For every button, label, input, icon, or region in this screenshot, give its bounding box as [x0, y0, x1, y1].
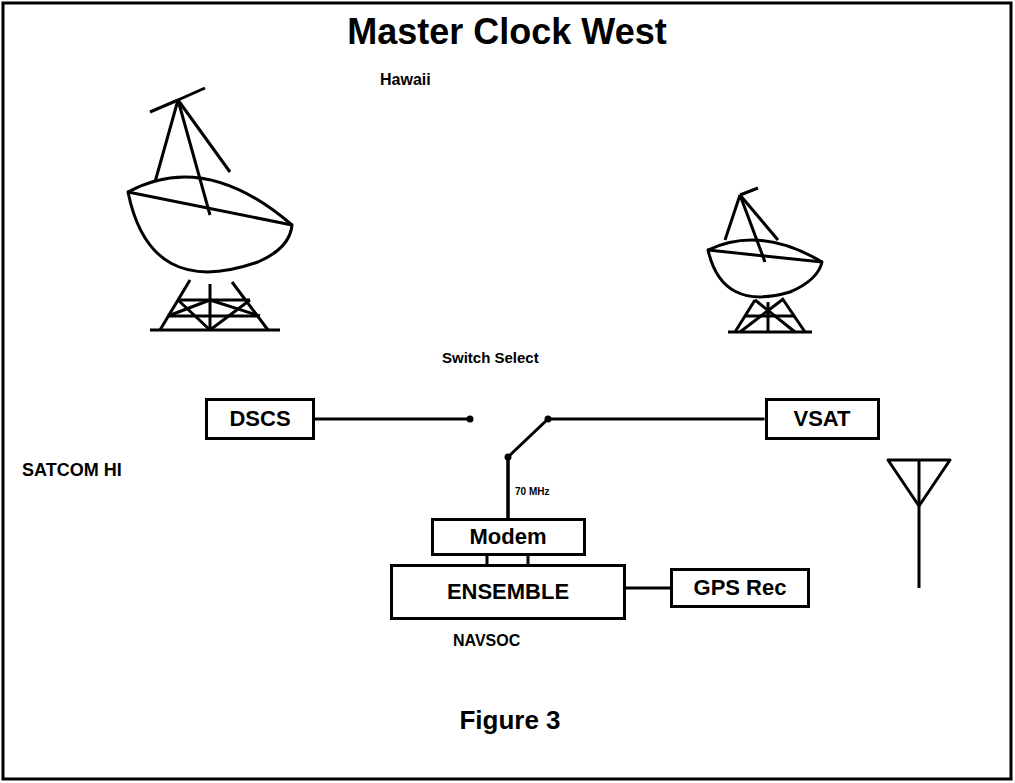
- vsat-terminal-box: VSAT: [765, 398, 880, 440]
- dscs-dish: [128, 88, 292, 330]
- switch-label: Switch Select: [442, 350, 539, 367]
- signal-line: [486, 556, 489, 564]
- figure-caption: Figure 3: [459, 706, 560, 735]
- frame: [3, 3, 1011, 779]
- signal-line: [508, 419, 765, 518]
- site-label: SATCOM HI: [22, 461, 122, 481]
- dscs-terminal-box: DSCS: [205, 398, 315, 440]
- frequency-label: 70 MHz: [515, 486, 549, 497]
- gps-antenna: [888, 460, 950, 588]
- switch-symbol: [467, 416, 552, 461]
- box-label: ENSEMBLE: [447, 579, 569, 605]
- vsat-dish: [708, 188, 822, 332]
- signal-line: [626, 587, 670, 590]
- gps-receiver-box: GPS Rec: [670, 568, 810, 608]
- facility-label: NAVSOC: [453, 632, 520, 650]
- modem-box: Modem: [431, 518, 586, 556]
- signal-line: [527, 556, 530, 564]
- ensemble-box: ENSEMBLE: [390, 564, 626, 620]
- box-label: VSAT: [793, 406, 850, 432]
- box-label: GPS Rec: [694, 575, 787, 601]
- box-label: Modem: [470, 524, 547, 550]
- location-label: Hawaii: [380, 71, 431, 89]
- box-label: DSCS: [229, 406, 290, 432]
- signal-line: [315, 419, 508, 518]
- diagram-title: Master Clock West: [347, 12, 666, 52]
